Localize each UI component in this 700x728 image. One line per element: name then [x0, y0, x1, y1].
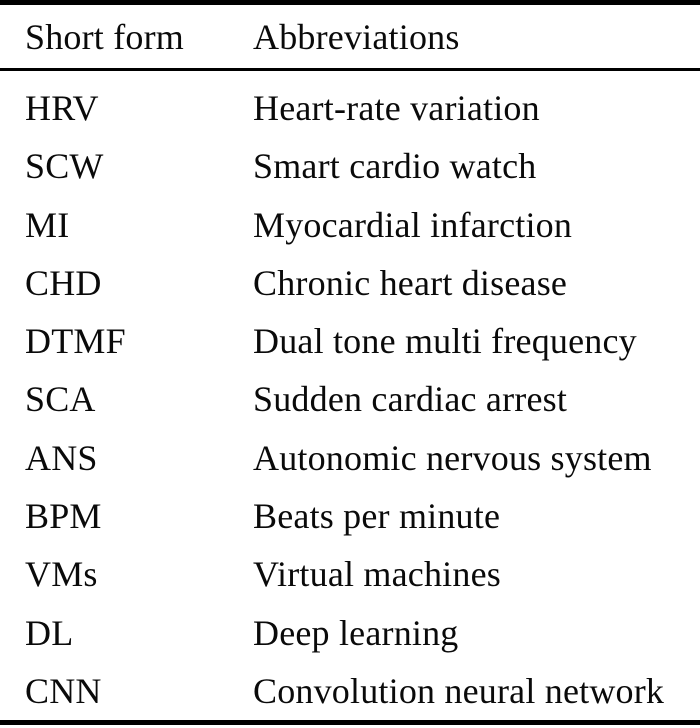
short-form-cell: CHD	[25, 262, 102, 303]
abbreviation-cell: Chronic heart disease	[253, 262, 568, 303]
abbreviation-cell: Virtual machines	[253, 554, 501, 595]
bottom-margin	[0, 725, 700, 728]
short-form-cell: BPM	[25, 495, 102, 536]
short-form-cell: SCW	[25, 146, 104, 187]
abbreviation-cell: Deep learning	[253, 612, 459, 653]
short-form-cell: DTMF	[25, 321, 126, 362]
table-row: DL Deep learning	[0, 603, 700, 661]
top-rule	[0, 0, 700, 5]
abbreviation-cell: Beats per minute	[253, 495, 501, 536]
table-body: HRV Heart-rate variation SCW Smart cardi…	[0, 71, 700, 720]
abbreviation-cell: Heart-rate variation	[253, 88, 540, 129]
table-row: CNN Convolution neural network	[0, 662, 700, 720]
table-row: CHD Chronic heart disease	[0, 254, 700, 312]
table-row: ANS Autonomic nervous system	[0, 429, 700, 487]
short-form-cell: HRV	[25, 88, 99, 129]
table-row: BPM Beats per minute	[0, 487, 700, 545]
abbreviation-cell: Convolution neural network	[253, 670, 665, 711]
abbreviation-cell: Smart cardio watch	[253, 146, 537, 187]
abbreviation-cell: Myocardial infarction	[253, 204, 573, 245]
short-form-cell: VMs	[25, 554, 98, 595]
short-form-cell: DL	[25, 612, 74, 653]
table-row: SCA Sudden cardiac arrest	[0, 370, 700, 428]
short-form-cell: CNN	[25, 670, 102, 711]
short-form-header: Short form	[25, 16, 184, 57]
table-row: HRV Heart-rate variation	[0, 79, 700, 137]
short-form-cell: ANS	[25, 437, 98, 478]
abbreviation-cell: Sudden cardiac arrest	[253, 379, 568, 420]
abbreviations-header: Abbreviations	[253, 16, 460, 57]
abbreviation-cell: Dual tone multi frequency	[253, 321, 637, 362]
header-rule	[0, 68, 700, 71]
bottom-rule	[0, 720, 700, 725]
table-header-row: Short form Abbreviations	[0, 5, 700, 68]
table-row: DTMF Dual tone multi frequency	[0, 312, 700, 370]
table-row: SCW Smart cardio watch	[0, 137, 700, 195]
short-form-cell: MI	[25, 204, 70, 245]
table-row: VMs Virtual machines	[0, 545, 700, 603]
abbreviation-cell: Autonomic nervous system	[253, 437, 652, 478]
table-row: MI Myocardial infarction	[0, 196, 700, 254]
short-form-cell: SCA	[25, 379, 96, 420]
